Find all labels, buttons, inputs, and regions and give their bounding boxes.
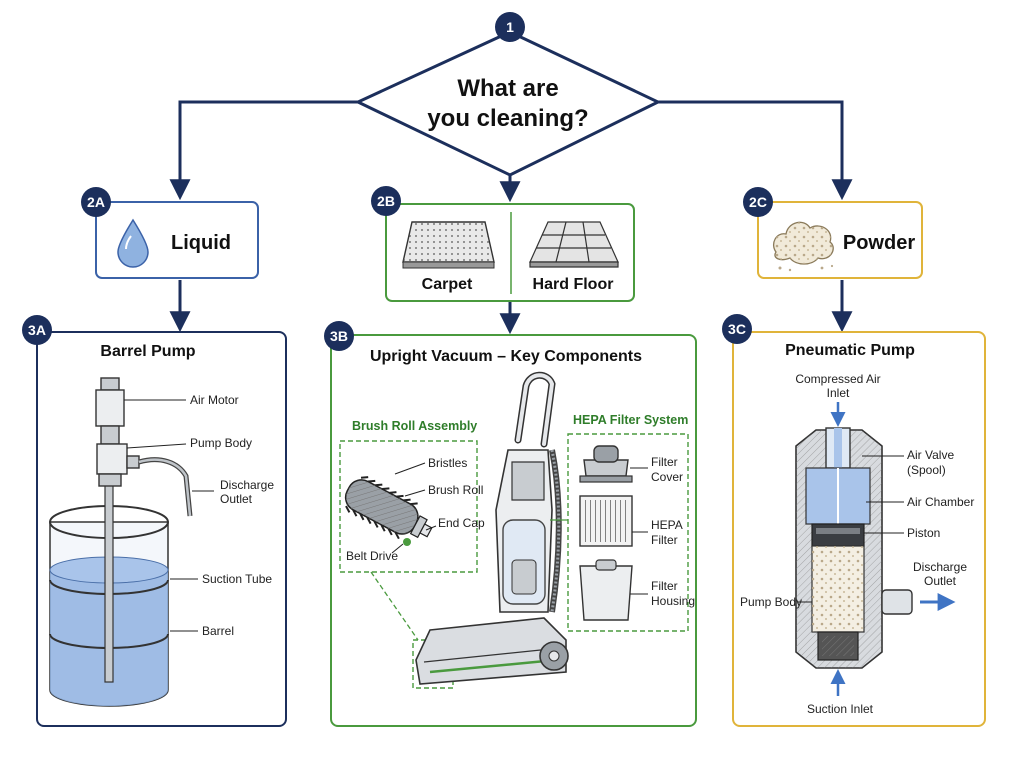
option-powder-label: Powder [843, 232, 915, 254]
water-drop-icon [117, 218, 149, 268]
label-bristles: Bristles [428, 456, 467, 470]
panel-barrel-pump: 3A Barrel Pump Air Motor Pump Body [22, 315, 287, 727]
step-badge-3c [722, 314, 752, 344]
barrel-pump-title: Barrel Pump [100, 343, 195, 360]
carpet-icon [402, 221, 495, 269]
step-badge-2b [371, 186, 401, 216]
label-filter-housing-line2: Housing [651, 594, 695, 608]
label-pump-body: Pump Body [190, 436, 252, 450]
label-piston: Piston [907, 526, 940, 540]
tile-floor-icon [529, 221, 619, 268]
decision-question-line2: you cleaning? [427, 105, 588, 132]
panel-upright-vacuum: 3B Upright Vacuum – Key Components Brush… [324, 321, 697, 727]
label-discharge-line2: Outlet [924, 574, 957, 588]
callout-leader-brush [370, 571, 419, 641]
label-filter-cover-line1: Filter [651, 455, 678, 469]
step-badge-3b-label: 3B [330, 328, 348, 344]
label-compressed-air-line2: Inlet [827, 386, 850, 400]
label-air-motor: Air Motor [190, 393, 239, 407]
brush-roll-callout-box [339, 440, 478, 573]
label-discharge-line1: Discharge [220, 478, 274, 492]
label-discharge-line2: Outlet [220, 492, 253, 506]
step-badge-3c-label: 3C [728, 321, 746, 337]
powder-pile-icon [772, 221, 834, 272]
step-badge-3a-label: 3A [28, 322, 46, 338]
label-brush-roll: Brush Roll [428, 483, 483, 497]
label-compressed-air-line1: Compressed Air [795, 372, 880, 386]
label-filter-cover-line2: Cover [651, 470, 683, 484]
step-badge-2b-label: 2B [377, 193, 395, 209]
pneumatic-pump-illustration [795, 427, 913, 669]
decision-question-line1: What are [457, 75, 558, 102]
connector-to-liquid [169, 100, 358, 201]
label-air-chamber: Air Chamber [907, 495, 974, 509]
decision-diamond [354, 30, 662, 177]
piston [811, 523, 865, 547]
pneumatic-pump-title: Pneumatic Pump [785, 342, 915, 359]
step-badge-2c [743, 187, 773, 217]
brush-roll-assembly-heading: Brush Roll Assembly [352, 419, 477, 433]
hepa-filter-callout-box [567, 433, 689, 632]
label-belt-drive: Belt Drive [346, 549, 398, 563]
discharge-pipe [881, 589, 913, 615]
label-pump-body: Pump Body [740, 595, 802, 609]
label-barrel: Barrel [202, 624, 234, 638]
flow-connectors [169, 100, 853, 335]
step-badge-2c-label: 2C [749, 194, 767, 210]
filter-housing [579, 565, 633, 621]
step-badge-2a-label: 2A [87, 194, 105, 210]
decision-node: 1 What are you cleaning? [354, 12, 662, 177]
drop-highlight [125, 235, 132, 250]
hepa-filter-illustration [579, 445, 633, 621]
step-badge-1 [495, 12, 525, 42]
label-suction-inlet: Suction Inlet [807, 702, 874, 716]
hepa-filter-system-heading: HEPA Filter System [573, 413, 688, 427]
label-end-cap: End Cap [438, 516, 485, 530]
label-air-valve-line1: Air Valve [907, 448, 954, 462]
label-hepa-filter-line2: Filter [651, 533, 678, 547]
label-suction-tube: Suction Tube [202, 572, 272, 586]
label-discharge-line1: Discharge [913, 560, 967, 574]
upright-vacuum-title: Upright Vacuum – Key Components [370, 348, 642, 365]
option-powder: 2C Powder [743, 187, 923, 279]
hardfloor-label: Hard Floor [533, 276, 614, 293]
label-filter-housing-line1: Filter [651, 579, 678, 593]
step-badge-1-label: 1 [506, 19, 514, 35]
step-badge-2a [81, 187, 111, 217]
option-liquid: 2A Liquid [81, 187, 259, 279]
carpet-label: Carpet [422, 276, 473, 293]
option-floor: 2B Carpet Hard Floor [371, 186, 635, 302]
label-hepa-filter-line1: HEPA [651, 518, 683, 532]
upright-vacuum-illustration [415, 371, 569, 685]
panel-pneumatic-pump: 3C Pneumatic Pump Compressed Air Inlet [722, 314, 986, 727]
connector-to-powder [658, 100, 853, 201]
barrel-pump-illustration [95, 377, 193, 683]
step-badge-3a [22, 315, 52, 345]
option-liquid-label: Liquid [171, 232, 231, 254]
vacuum-head [415, 617, 567, 685]
step-badge-3b [324, 321, 354, 351]
label-air-valve-line2: (Spool) [907, 463, 946, 477]
brush-roll-illustration [344, 476, 433, 546]
